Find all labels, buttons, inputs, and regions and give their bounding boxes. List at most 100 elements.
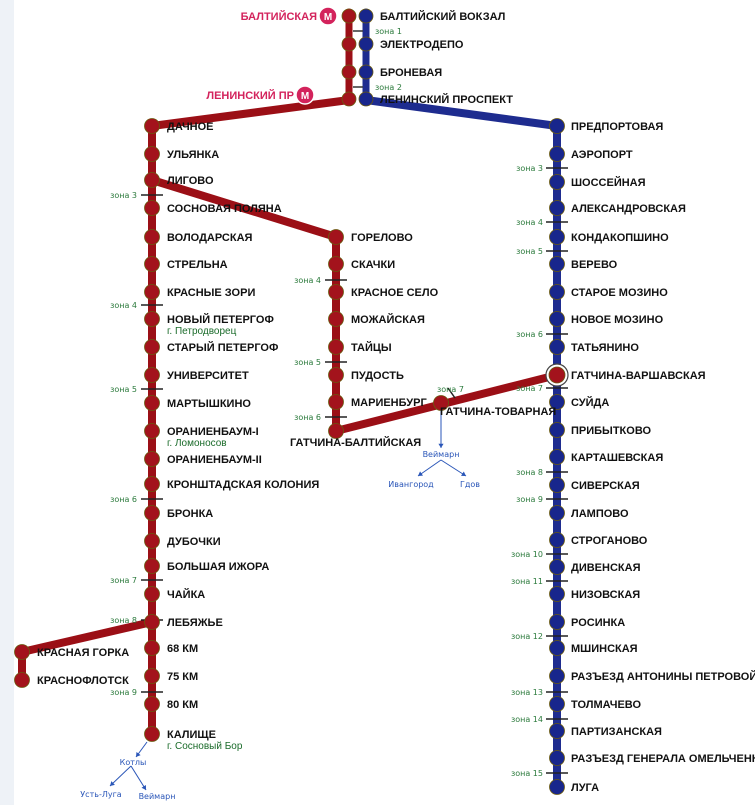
station-label-trunk-2: БРОНЕВАЯ <box>380 67 442 79</box>
zone-label-trunk-1: зона 2 <box>375 83 402 92</box>
station-marker-east-3 <box>549 200 565 216</box>
arrow-to-ivangorod <box>417 459 442 477</box>
metro-icon-0 <box>318 6 338 26</box>
arrow-to-ivangorod-head <box>418 471 423 476</box>
station-sublabel-west-11: г. Ломоносов <box>167 438 227 449</box>
station-label-south-3: МОЖАЙСКАЯ <box>351 313 425 326</box>
zone-label-east-7: зона 10 <box>511 550 543 559</box>
station-marker-west-1 <box>144 146 160 162</box>
station-label-west-11: ОРАНИЕНБАУМ-I <box>167 426 259 438</box>
station-marker-east-23 <box>549 750 565 766</box>
zone-label-east-4: зона 7 <box>516 384 543 393</box>
station-marker-south-0 <box>328 229 344 245</box>
station-marker-trunk-0 <box>341 8 357 24</box>
station-marker-west-22 <box>144 726 160 742</box>
station-label-east-17: НИЗОВСКАЯ <box>571 589 640 601</box>
station-label-west-4: ВОЛОДАРСКАЯ <box>167 232 253 244</box>
station-label-west-12: ОРАНИЕНБАУМ-II <box>167 454 262 466</box>
station-label-east-15: СТРОГАНОВО <box>571 535 648 547</box>
station-marker-east-11 <box>549 422 565 438</box>
station-label-south-6: МАРИЕНБУРГ <box>351 397 427 409</box>
station-marker-east-10 <box>549 394 565 410</box>
zone-label-east-9: зона 12 <box>511 632 543 641</box>
station-marker-west-13 <box>144 476 160 492</box>
connector-trunk-east <box>362 96 561 130</box>
zone-label-west-5: зона 8 <box>110 616 137 625</box>
arrow-to-weimarn-bottom <box>130 765 147 791</box>
station-marker-south-2 <box>328 284 344 300</box>
station-label-west-8: СТАРЫЙ ПЕТЕРГОФ <box>167 341 278 354</box>
zone-label-south-1: зона 5 <box>294 358 321 367</box>
station-marker-east-4 <box>549 229 565 245</box>
station-marker-south-7 <box>328 423 344 439</box>
station-label-east-16: ДИВЕНСКАЯ <box>571 562 641 574</box>
station-label-west-21: 80 КМ <box>167 699 198 711</box>
zone-label-gatchina: зона 7 <box>437 385 464 394</box>
arrow-to-ust-luga <box>109 765 132 787</box>
station-marker-east-0 <box>549 118 565 134</box>
metro-label-0: БАЛТИЙСКАЯ <box>241 10 317 23</box>
station-label-west-17: ЧАЙКА <box>167 588 205 601</box>
station-marker-trunk-1-blue <box>358 36 374 52</box>
station-label-south-1: СКАЧКИ <box>351 259 395 271</box>
station-label-west-18: ЛЕБЯЖЬЕ <box>167 617 223 629</box>
arrow-to-gdov-head <box>461 471 466 476</box>
station-label-east-24: ЛУГА <box>571 782 599 794</box>
station-label-gorka-0: КРАСНАЯ ГОРКА <box>37 647 129 659</box>
station-marker-west-2 <box>144 172 160 188</box>
station-label-east-6: СТАРОЕ МОЗИНО <box>571 287 668 299</box>
arrow-to-kotly-head <box>136 752 141 757</box>
station-sublabel-west-22: г. Сосновый Бор <box>167 741 243 752</box>
station-label-west-6: КРАСНЫЕ ЗОРИ <box>167 287 255 299</box>
station-marker-east-14 <box>549 505 565 521</box>
station-marker-gorka-0 <box>14 644 30 660</box>
dest-label-gdov: Гдов <box>460 480 480 489</box>
station-marker-west-0 <box>144 118 160 134</box>
station-label-west-14: БРОНКА <box>167 508 213 520</box>
zone-label-east-3: зона 6 <box>516 330 543 339</box>
station-label-east-19: МШИНСКАЯ <box>571 643 638 655</box>
station-label-west-15: ДУБОЧКИ <box>167 536 221 548</box>
station-marker-west-12 <box>144 451 160 467</box>
station-label-west-7: НОВЫЙ ПЕТЕРГОФ <box>167 313 274 326</box>
station-marker-west-11 <box>144 423 160 439</box>
arrow-to-gdov <box>440 459 467 477</box>
zone-label-west-0: зона 3 <box>110 191 137 200</box>
zone-label-east-2: зона 5 <box>516 247 543 256</box>
station-marker-east-20 <box>549 668 565 684</box>
station-label-east-2: ШОССЕЙНАЯ <box>571 176 646 189</box>
zone-label-east-8: зона 11 <box>511 577 543 586</box>
station-marker-east-22 <box>549 723 565 739</box>
station-marker-west-16 <box>144 558 160 574</box>
station-marker-trunk-3 <box>341 91 357 107</box>
station-label-east-20: РАЗЪЕЗД АНТОНИНЫ ПЕТРОВОЙ <box>571 670 755 683</box>
station-label-west-19: 68 КМ <box>167 643 198 655</box>
dest-label-weimarn-bottom: Веймарн <box>139 792 176 801</box>
zone-label-west-2: зона 5 <box>110 385 137 394</box>
station-label-west-2: ЛИГОВО <box>167 175 214 187</box>
station-marker-east-21 <box>549 696 565 712</box>
station-label-west-0: ДАЧНОЕ <box>167 121 214 133</box>
station-marker-trunk-2 <box>341 64 357 80</box>
map-panel <box>14 0 755 805</box>
station-marker-west-14 <box>144 505 160 521</box>
station-marker-east-12 <box>549 449 565 465</box>
zone-label-west-6: зона 9 <box>110 688 137 697</box>
station-marker-east-13 <box>549 477 565 493</box>
station-marker-east-2 <box>549 174 565 190</box>
station-marker-west-3 <box>144 200 160 216</box>
station-label-south-7: ГАТЧИНА-БАЛТИЙСКАЯ <box>290 436 421 449</box>
station-sublabel-west-7: г. Петродворец <box>167 326 237 337</box>
station-label-west-13: КРОНШТАДСКАЯ КОЛОНИЯ <box>167 479 319 491</box>
station-marker-west-7 <box>144 311 160 327</box>
station-marker-west-5 <box>144 256 160 272</box>
station-label-west-5: СТРЕЛЬНА <box>167 259 228 271</box>
station-label-east-12: КАРТАШЕВСКАЯ <box>571 452 663 464</box>
station-marker-west-9 <box>144 367 160 383</box>
station-label-west-1: УЛЬЯНКА <box>167 149 219 161</box>
station-marker-west-20 <box>144 668 160 684</box>
station-marker-south-4 <box>328 339 344 355</box>
station-label-west-22: КАЛИЩЕ <box>167 729 216 741</box>
station-marker-south-5 <box>328 367 344 383</box>
station-marker-east-1 <box>549 146 565 162</box>
